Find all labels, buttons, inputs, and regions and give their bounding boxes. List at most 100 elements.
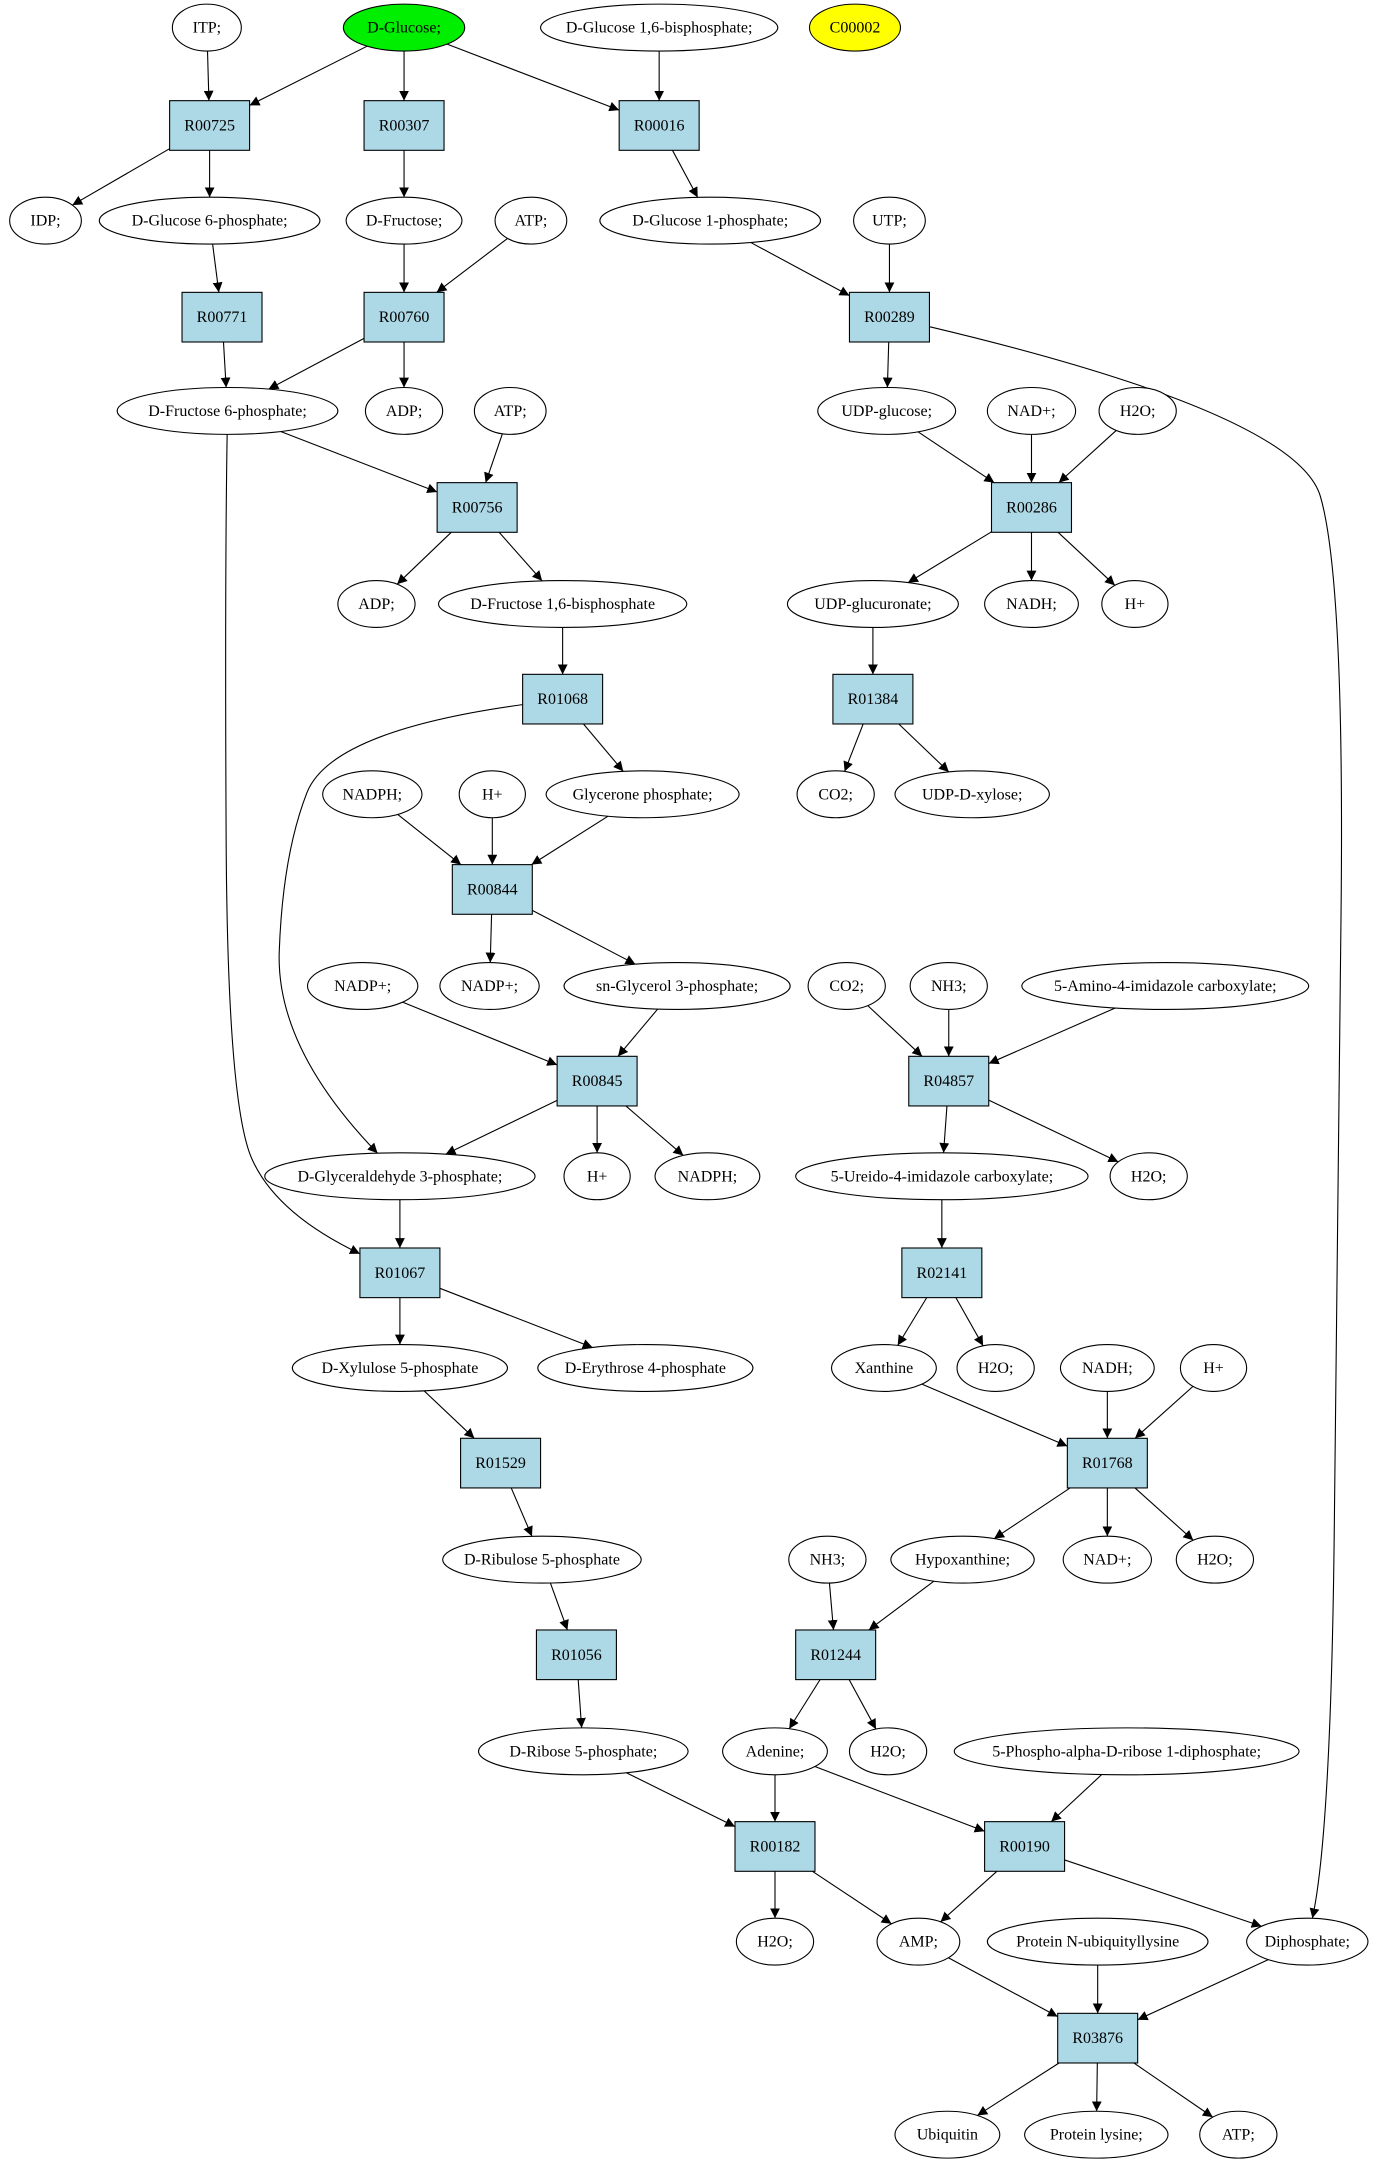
reaction-node-R01067[interactable]: R01067 — [359, 1247, 441, 1299]
compound-node-nadplus2[interactable]: NAD+; — [1062, 1535, 1153, 1584]
compound-node-udpglucose[interactable]: UDP-glucose; — [817, 386, 957, 435]
compound-node-co2a[interactable]: CO2; — [796, 770, 875, 819]
compound-node-hplus4[interactable]: H+ — [1179, 1343, 1248, 1392]
compound-node-h2o4[interactable]: H2O; — [1175, 1535, 1255, 1584]
compound-node-hplus1[interactable]: H+ — [1101, 580, 1169, 628]
reaction-node-R00725[interactable]: R00725 — [169, 100, 251, 151]
compound-node-atp1[interactable]: ATP; — [494, 196, 568, 245]
compound-node-xanthine[interactable]: Xanthine — [830, 1343, 937, 1392]
compound-node-nadplus1[interactable]: NAD+; — [986, 386, 1077, 435]
compound-node-e4p[interactable]: D-Erythrose 4-phosphate — [537, 1343, 754, 1392]
reaction-node-R00307[interactable]: R00307 — [363, 100, 445, 151]
edge-g1p-to-R00289 — [750, 241, 850, 297]
edge-f6p-to-R01067 — [225, 434, 361, 1255]
compound-node-g6p[interactable]: D-Glucose 6-phosphate; — [98, 196, 321, 245]
compound-ellipse — [458, 770, 526, 819]
compound-node-amp[interactable]: AMP; — [876, 1917, 961, 1966]
compound-node-diphosphate[interactable]: Diphosphate; — [1246, 1917, 1369, 1966]
reaction-node-R04857[interactable]: R04857 — [908, 1055, 990, 1107]
compound-node-h2o5[interactable]: H2O; — [848, 1727, 928, 1776]
compound-node-itp[interactable]: ITP; — [171, 3, 242, 52]
compound-node-h2o1[interactable]: H2O; — [1098, 386, 1177, 435]
compound-node-f16bp[interactable]: D-Fructose 1,6-bisphosphate — [437, 580, 688, 628]
reaction-node-R00182[interactable]: R00182 — [734, 1821, 816, 1872]
reaction-node-R01529[interactable]: R01529 — [460, 1437, 542, 1489]
compound-ellipse — [9, 196, 82, 245]
compound-node-h2o2[interactable]: H2O; — [1109, 1152, 1188, 1201]
compound-label: ITP; — [193, 20, 221, 37]
compound-node-ru5p[interactable]: D-Ribulose 5-phosphate — [442, 1535, 642, 1584]
compound-node-hypoxanthine[interactable]: Hypoxanthine; — [890, 1535, 1035, 1584]
compound-node-nh3b[interactable]: NH3; — [788, 1535, 867, 1584]
compound-ellipse — [986, 386, 1077, 435]
compound-node-udpglucuronate[interactable]: UDP-glucuronate; — [786, 580, 959, 628]
compound-node-protubi[interactable]: Protein N-ubiquityllysine — [986, 1917, 1209, 1966]
compound-node-adp1[interactable]: ADP; — [364, 386, 444, 435]
reaction-box — [363, 291, 445, 343]
reaction-node-R00760[interactable]: R00760 — [363, 291, 445, 343]
compound-node-adenine[interactable]: Adenine; — [722, 1727, 828, 1776]
reaction-node-R00845[interactable]: R00845 — [556, 1055, 638, 1107]
compound-node-g16bp[interactable]: D-Glucose 1,6-bisphosphate; — [540, 3, 779, 52]
compound-label: D-Fructose 6-phosphate; — [148, 403, 307, 420]
reaction-box — [848, 291, 930, 343]
compound-node-aica[interactable]: 5-Amino-4-imidazole carboxylate; — [1021, 961, 1310, 1010]
compound-node-udpxylose[interactable]: UDP-D-xylose; — [894, 770, 1050, 819]
compound-label: D-Fructose; — [366, 213, 442, 230]
compound-node-hplus2[interactable]: H+ — [458, 770, 526, 819]
compound-node-nadpplus2[interactable]: NADP+; — [306, 961, 419, 1010]
compound-node-ureido[interactable]: 5-Ureido-4-imidazole carboxylate; — [795, 1152, 1089, 1201]
compound-ellipse — [909, 961, 988, 1010]
reaction-node-R01056[interactable]: R01056 — [535, 1629, 617, 1681]
compound-ellipse — [830, 1343, 937, 1392]
reaction-node-R00289[interactable]: R00289 — [848, 291, 930, 343]
compound-node-dfructose[interactable]: D-Fructose; — [345, 196, 463, 245]
compound-node-prpp[interactable]: 5-Phospho-alpha-D-ribose 1-diphosphate; — [953, 1727, 1300, 1776]
compound-node-dglucose[interactable]: D-Glucose; — [342, 3, 466, 52]
compound-node-c00002[interactable]: C00002 — [808, 3, 902, 52]
compound-node-h2o3[interactable]: H2O; — [956, 1343, 1035, 1392]
compound-label: H2O; — [757, 1934, 793, 1951]
compound-node-adp2[interactable]: ADP; — [337, 580, 416, 628]
reaction-node-R01068[interactable]: R01068 — [522, 673, 604, 725]
compound-node-r5p[interactable]: D-Ribose 5-phosphate; — [477, 1727, 689, 1776]
compound-node-nadh2[interactable]: NADH; — [1059, 1343, 1155, 1392]
reaction-node-R00190[interactable]: R00190 — [984, 1821, 1066, 1872]
compound-node-hplus3[interactable]: H+ — [563, 1152, 631, 1201]
compound-node-snglycerol[interactable]: sn-Glycerol 3-phosphate; — [563, 961, 791, 1010]
edge-R01768-to-h2o4 — [1134, 1487, 1194, 1541]
reaction-node-R00771[interactable]: R00771 — [181, 291, 263, 343]
compound-node-idp[interactable]: IDP; — [9, 196, 82, 245]
compound-node-atp3[interactable]: ATP; — [1199, 2110, 1278, 2159]
compound-node-h2o6[interactable]: H2O; — [735, 1917, 815, 1966]
compound-label: H2O; — [1131, 1168, 1167, 1185]
reaction-node-R01384[interactable]: R01384 — [832, 673, 914, 725]
edge-R03876-to-ubiquitin — [977, 2062, 1060, 2116]
compound-node-atp2[interactable]: ATP; — [473, 386, 547, 435]
reaction-node-R00286[interactable]: R00286 — [990, 482, 1073, 533]
compound-node-nadph2[interactable]: NADPH; — [654, 1152, 761, 1201]
compound-node-gap[interactable]: D-Glyceraldehyde 3-phosphate; — [264, 1152, 536, 1201]
compound-node-utp[interactable]: UTP; — [853, 196, 926, 245]
compound-node-co2b[interactable]: CO2; — [807, 961, 886, 1010]
compound-node-nadpplus1[interactable]: NADP+; — [439, 961, 540, 1010]
edge-R00016-to-g1p — [671, 150, 699, 198]
reaction-node-R00756[interactable]: R00756 — [436, 482, 518, 533]
compound-node-ubiquitin[interactable]: Ubiquitin — [894, 2110, 1001, 2159]
reaction-node-R02141[interactable]: R02141 — [901, 1247, 983, 1299]
reaction-node-R00016[interactable]: R00016 — [618, 100, 700, 151]
compound-node-glycerone[interactable]: Glycerone phosphate; — [545, 770, 740, 819]
compound-node-xu5p[interactable]: D-Xylulose 5-phosphate — [291, 1343, 509, 1392]
compound-node-nadh1[interactable]: NADH; — [984, 580, 1079, 628]
reaction-node-R03876[interactable]: R03876 — [1057, 2012, 1139, 2064]
compound-label: Ubiquitin — [917, 2127, 978, 2144]
compound-node-g1p[interactable]: D-Glucose 1-phosphate; — [599, 196, 822, 245]
reaction-node-R01244[interactable]: R01244 — [795, 1629, 877, 1681]
reaction-node-R01768[interactable]: R01768 — [1066, 1437, 1148, 1489]
reaction-node-R00844[interactable]: R00844 — [451, 864, 533, 915]
compound-node-f6p[interactable]: D-Fructose 6-phosphate; — [116, 386, 339, 435]
compound-node-protlys[interactable]: Protein lysine; — [1024, 2110, 1169, 2159]
edge-aica-to-R04857 — [988, 1007, 1116, 1065]
compound-node-nh3a[interactable]: NH3; — [909, 961, 988, 1010]
compound-node-nadph1[interactable]: NADPH; — [322, 770, 423, 819]
